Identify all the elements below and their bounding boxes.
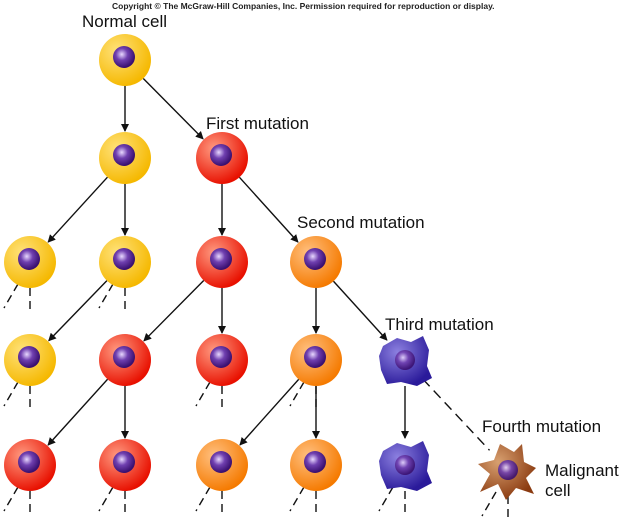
cell-nucleus <box>113 144 135 166</box>
continuation-line <box>195 486 211 512</box>
cell-first <box>196 236 248 288</box>
division-arrow <box>48 280 108 342</box>
division-arrow <box>238 176 299 243</box>
division-arrow <box>143 279 205 342</box>
cell-nucleus <box>113 46 135 68</box>
continuation-line <box>98 486 114 512</box>
cell-normal <box>99 236 151 288</box>
cell-malignant <box>478 444 536 500</box>
cell-nucleus <box>210 248 232 270</box>
cell-nucleus <box>498 460 518 480</box>
cell-normal <box>99 132 151 184</box>
cell-nucleus <box>113 248 135 270</box>
cell-second <box>290 236 342 288</box>
cell-nucleus <box>113 346 135 368</box>
division-arrow <box>142 77 204 140</box>
cell-nucleus <box>210 346 232 368</box>
continuation-line <box>289 486 305 512</box>
continuation-line <box>289 381 305 407</box>
continuation-line <box>3 486 19 512</box>
division-arrow <box>47 176 108 243</box>
cell-nucleus <box>304 451 326 473</box>
cell-normal <box>4 334 56 386</box>
division-arrow <box>332 280 388 341</box>
continuation-line <box>3 283 19 309</box>
label-first-mutation: First mutation <box>206 114 309 133</box>
cell-nucleus <box>18 248 40 270</box>
label-third-mutation: Third mutation <box>385 315 494 334</box>
cell-first <box>196 132 248 184</box>
continuation-line <box>378 486 394 512</box>
continuation-line <box>98 283 114 309</box>
cell-first <box>99 334 151 386</box>
cell-nucleus <box>113 451 135 473</box>
division-arrow <box>47 378 109 446</box>
cell-nucleus <box>395 455 415 475</box>
cell-first <box>99 439 151 491</box>
cell-nucleus <box>210 451 232 473</box>
continuation-line <box>195 381 211 407</box>
cell-second <box>290 334 342 386</box>
label-malignant: Malignant <box>545 461 619 480</box>
division-arrow <box>239 378 300 446</box>
cell-nucleus <box>18 451 40 473</box>
label-malignant-cell: cell <box>545 481 571 500</box>
cell-normal <box>99 34 151 86</box>
cell-third <box>379 441 432 491</box>
cell-nucleus <box>304 346 326 368</box>
label-normal-cell: Normal cell <box>82 12 168 31</box>
dashed-lineage-line <box>422 378 491 451</box>
copyright-notice: Copyright © The McGraw-Hill Companies, I… <box>112 1 495 11</box>
cell-nucleus <box>18 346 40 368</box>
label-fourth-mutation: Fourth mutation <box>482 417 602 436</box>
continuation-line <box>481 491 497 517</box>
cell-first <box>4 439 56 491</box>
cell-nucleus <box>395 350 415 370</box>
cell-first <box>196 334 248 386</box>
cell-normal <box>4 236 56 288</box>
cell-nucleus <box>210 144 232 166</box>
label-second-mutation: Second mutation <box>297 213 425 232</box>
continuation-line <box>3 381 19 407</box>
cell-nucleus <box>304 248 326 270</box>
cell-second <box>196 439 248 491</box>
cell-third <box>379 336 432 386</box>
cell-second <box>290 439 342 491</box>
